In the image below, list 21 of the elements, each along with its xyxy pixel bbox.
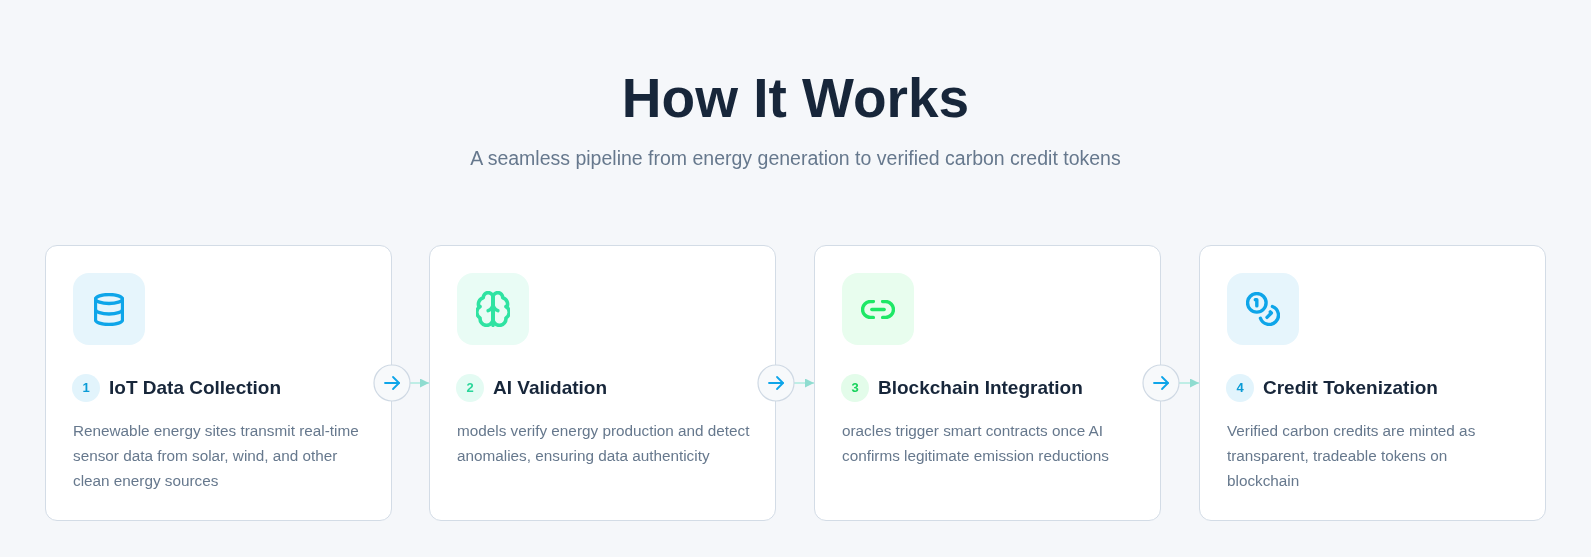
step-title: Credit Tokenization [1263,376,1438,400]
step-description: oracles trigger smart contracts once AI confirms legitimate emission reductions [842,421,1110,466]
step-number: 3 [841,374,869,402]
step-card [814,245,1161,521]
step-number: 2 [456,374,484,402]
page-title: How It Works [621,67,970,129]
step-card [429,245,776,521]
connector-arrow [757,364,815,402]
step-card [1199,245,1546,521]
connector-arrow [1142,364,1200,402]
connector-arrow [373,364,430,402]
subtitle: A seamless pipeline from energy generation to verified carbon credit tokens [470,147,1121,169]
step-number: 1 [72,374,100,402]
step-card [45,245,392,521]
step-title: IoT Data Collection [109,376,282,400]
step-title: Blockchain Integration [878,376,1083,400]
step-description: Renewable energy sites transmit real-time sensor data from solar, wind, and other clean energy sources [73,421,360,491]
step-description: models verify energy production and detect anomalies, ensuring data authenticity [457,421,751,466]
step-title: AI Validation [493,376,608,400]
step-number: 4 [1226,374,1254,402]
step-description: Verified carbon credits are minted as transparent, tradeable tokens on blockchain [1227,421,1477,491]
